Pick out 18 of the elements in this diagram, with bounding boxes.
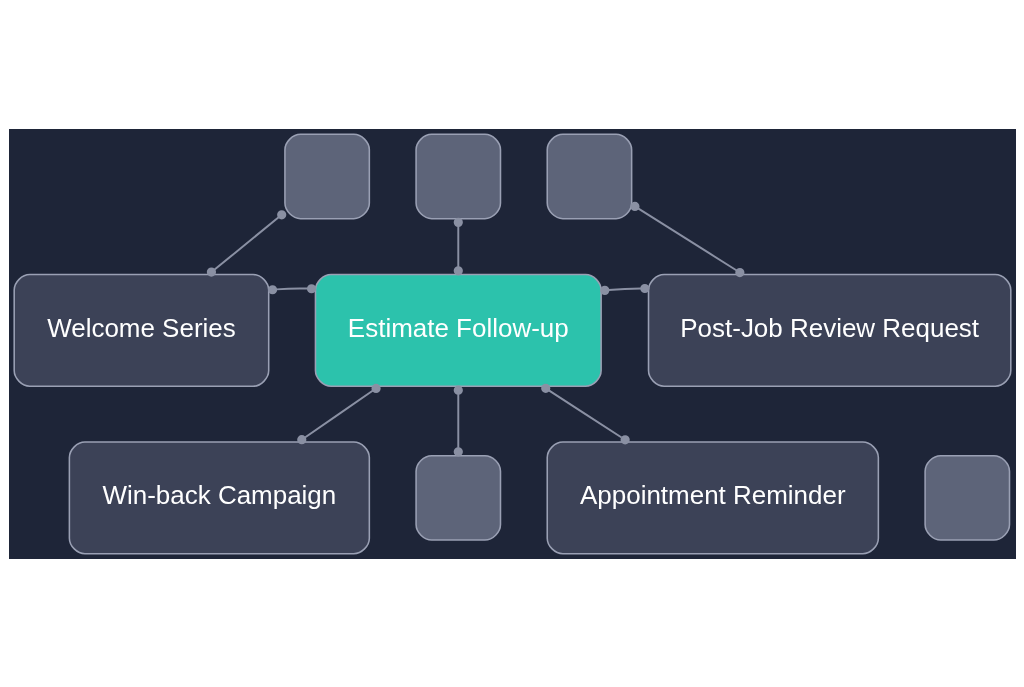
- connector: [206, 209, 286, 277]
- node-box: [923, 454, 1010, 541]
- connector: [540, 383, 630, 444]
- node-box: Appointment Reminder: [545, 440, 879, 554]
- connector: [599, 283, 649, 295]
- node-box: [414, 454, 501, 541]
- node-box: [283, 133, 370, 219]
- connector: [267, 283, 316, 294]
- connector: [296, 383, 381, 444]
- connector: [629, 201, 744, 277]
- node-box: Estimate Follow-up: [314, 273, 602, 387]
- connector: [453, 217, 463, 275]
- node-box: Post-Job Review Request: [647, 273, 1012, 387]
- node-box: Win-back Campaign: [68, 440, 370, 554]
- node-box: Welcome Series: [12, 273, 269, 387]
- connector: [453, 385, 463, 456]
- node-box: [414, 133, 501, 219]
- node-box: [545, 133, 632, 219]
